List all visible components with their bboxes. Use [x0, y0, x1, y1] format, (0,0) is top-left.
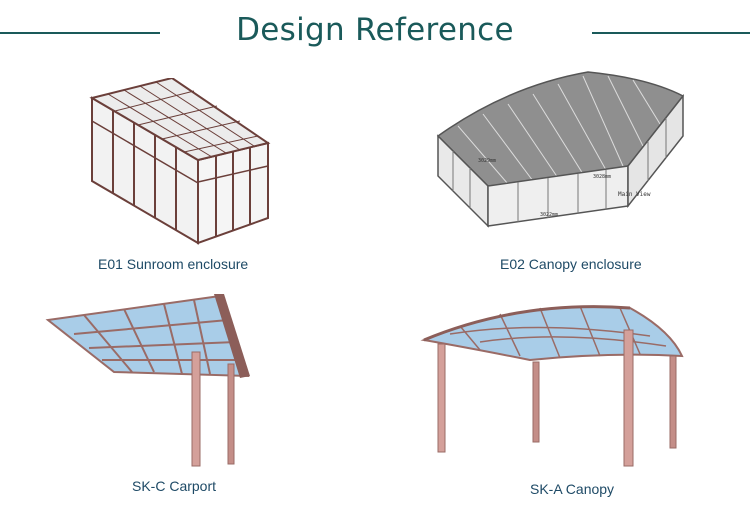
title-row: Design Reference: [0, 0, 750, 62]
sunroom-illustration: [89, 78, 271, 245]
dimension-label-c: 3029mm: [478, 158, 496, 164]
carport-figure: [44, 292, 254, 470]
caption-skc: SK-C Carport: [132, 478, 217, 494]
dimension-label-a: 3022mm: [540, 212, 558, 218]
page-title: Design Reference: [236, 12, 514, 48]
title-rule-right: [592, 32, 750, 34]
caption-e02: E02 Canopy enclosure: [500, 256, 642, 272]
dimension-label-b: 3028mm: [593, 174, 611, 180]
caption-e01: E01 Sunroom enclosure: [98, 256, 249, 272]
canopy-enclosure-illustration: Main View 3022mm 3028mm 3029mm: [436, 71, 685, 228]
title-rule-left: [0, 32, 160, 34]
sunroom-figure: [80, 78, 290, 248]
canopy-illustration: [420, 305, 684, 467]
view-label: Main View: [618, 191, 651, 198]
caption-ska: SK-A Canopy: [530, 481, 615, 497]
carport-illustration: [45, 294, 250, 467]
canopy-figure: [420, 300, 685, 470]
canopy-enclosure-figure: Main View 3022mm 3028mm 3029mm: [428, 66, 688, 236]
